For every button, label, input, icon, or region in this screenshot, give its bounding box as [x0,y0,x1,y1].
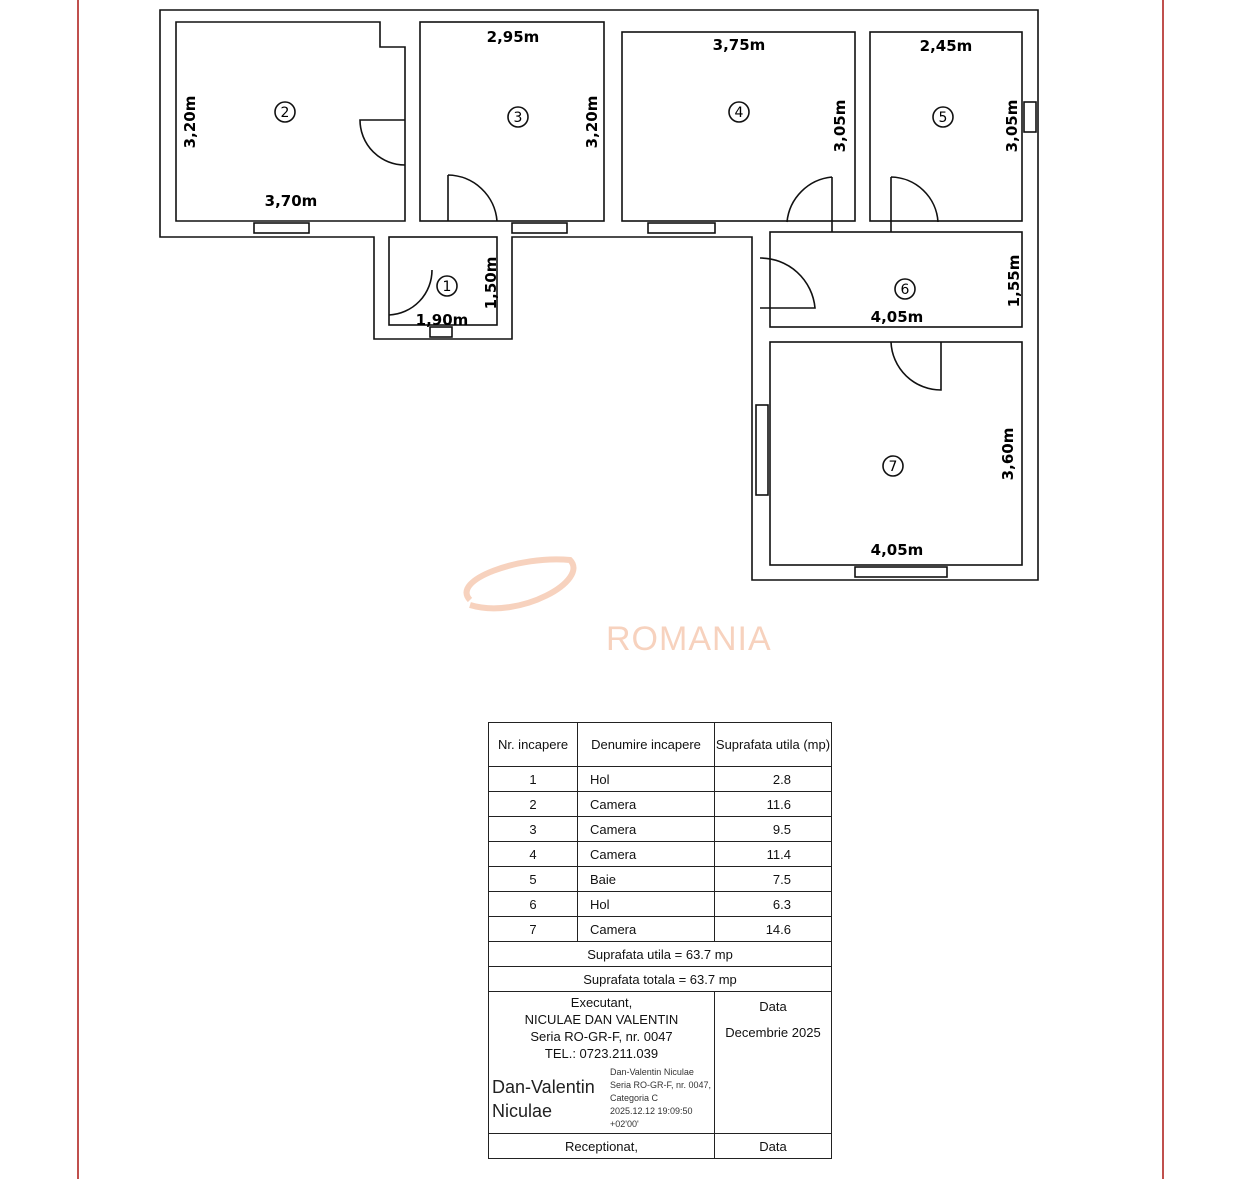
room-number: 2 [281,105,290,121]
window [854,566,948,578]
room-number: 5 [939,110,948,126]
door [890,341,942,391]
dimension: 4,05m [871,541,924,559]
dimension: 3,20m [181,96,199,149]
door [388,269,433,316]
dimension: 3,20m [583,96,601,149]
executant-phone: TEL.: 0723.211.039 [544,1046,659,1061]
room-6-outline [769,231,1023,328]
header-area: Suprafata utila (mp) [714,722,832,767]
received-cell: Receptionat, [488,1133,715,1159]
total-area: Suprafata totala = 63.7 mp [488,966,832,992]
dimension: 1,90m [416,311,469,329]
room-number: 1 [443,279,452,295]
dimension: 3,60m [999,428,1017,481]
room-number: 6 [901,282,910,298]
dimension: 3,05m [1003,100,1021,153]
executant-cell: Executant, NICULAE DAN VALENTIN Seria RO… [488,991,715,1134]
outer-wall [159,9,1039,581]
dimension: 1,50m [482,257,500,310]
door [786,176,833,232]
page-border-right [1162,0,1164,1179]
header-name: Denumire incapere [577,722,715,767]
window [253,222,310,234]
room-table: Nr. incapere Denumire incapere Suprafata… [488,722,832,1159]
window [511,222,568,234]
window [755,404,769,496]
header-nr: Nr. incapere [488,722,578,767]
executant-name: NICULAE DAN VALENTIN [524,1012,679,1027]
window [1023,101,1037,133]
dimension: 3,70m [265,192,318,210]
useful-area-total: Suprafata utila = 63.7 mp [488,941,832,967]
dimension: 4,05m [871,308,924,326]
dimension: 3,75m [713,36,766,54]
room-2-outline [175,21,406,222]
room-number: 7 [889,459,898,475]
executant-label: Executant, [570,995,633,1010]
room-number: 3 [514,110,523,126]
executant-series: Seria RO-GR-F, nr. 0047 [530,1029,673,1044]
door [359,119,406,166]
page-border-left [77,0,79,1179]
dimension: 3,05m [831,100,849,153]
watermark: ROMANIA [606,620,772,658]
dimension: 1,55m [1005,255,1023,308]
window [647,222,716,234]
date-cell-2: Data [714,1133,832,1159]
room-3-outline [419,21,605,222]
door [759,257,816,309]
dimension: 2,45m [920,37,973,55]
room-7-outline [769,341,1023,566]
dimension: 2,95m [487,28,540,46]
door [890,176,939,232]
door [447,174,498,222]
floor-plan: 1 2 3 4 5 6 7 3,70m 3,20m 2,95m 3,20m 3,… [159,9,1039,612]
window [429,326,453,338]
room-4-outline [621,31,856,222]
room-number: 4 [735,105,744,121]
